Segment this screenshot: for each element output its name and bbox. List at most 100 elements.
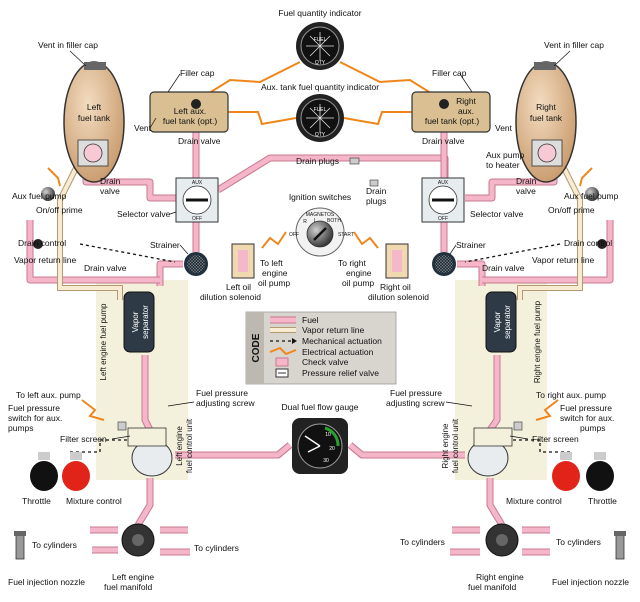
right-engine-fuel-pump-label: Right engine fuel pump (533, 300, 542, 383)
vent-in-filler-cap-left-label: Vent in filler cap (38, 40, 98, 50)
to-right-engine-label-2: engine (346, 268, 372, 278)
right-fuel-tank-label-1: Right (536, 102, 556, 112)
legend-item-fuel: Fuel (270, 315, 319, 325)
filter-screen-left-label: Filter screen (60, 434, 107, 444)
right-vapor-separator: Vapor separator (485, 291, 517, 353)
left-throttle-knob (30, 452, 58, 491)
legend-item-vapor-label: Vapor return line (302, 325, 364, 335)
onoff-prime-left-label: On/off prime (36, 205, 83, 215)
right-aux-fuel-tank: Right aux. fuel tank (opt.) (411, 91, 491, 133)
legend-item-electrical-label: Electrical actuation (302, 347, 374, 357)
aux-tank-quantity-indicator-label: Aux. tank fuel quantity indicator (261, 82, 379, 92)
drain-valve-tank-right-label-2: valve (516, 186, 536, 196)
drain-plug-right (369, 179, 379, 187)
filter-screen-right-label: Filter screen (532, 434, 579, 444)
fuel-injection-nozzle-right-label: Fuel injection nozzle (552, 577, 629, 587)
left-manifold-label-2: fuel manifold (104, 582, 152, 592)
drain-plugs-right-label-2: plugs (366, 196, 386, 206)
fuel-pressure-switch-left-label-3: pumps (8, 423, 34, 433)
fuel-pressure-switch-right-label-2: switch for aux. (560, 413, 614, 423)
fuel-pressure-switch-right-label-3: pumps (580, 423, 606, 433)
left-vapor-separator-label-1: Vapor (131, 311, 140, 332)
left-selector-valve: AUX OFF (175, 177, 219, 223)
drain-control-left-label: Drain control (18, 238, 66, 248)
ignition-both-text: BOTH (327, 218, 341, 224)
right-manifold-label-1: Right engine (476, 572, 524, 582)
to-left-engine-label-2: engine (262, 268, 288, 278)
ignition-switches-label: Ignition switches (289, 192, 351, 202)
ignition-switch: MAGNETOS R L BOTH OFF START (289, 207, 354, 257)
left-strainer (184, 252, 208, 276)
vent-left-label: Vent (134, 123, 152, 133)
right-selector-aux-text: AUX (438, 180, 449, 186)
drain-valve-aux-right-label: Drain valve (422, 136, 465, 146)
legend-item-mechanical: Mechanical actuation (270, 336, 382, 346)
drain-plugs-top-label: Drain plugs (296, 156, 339, 166)
ignition-l-text: L (314, 218, 317, 224)
flow-gauge-20-text: 20 (329, 446, 335, 452)
to-cylinders-4-label: To cylinders (556, 537, 601, 547)
throttle-left-label: Throttle (22, 496, 51, 506)
left-drain-control-knob (33, 239, 43, 249)
legend-title: CODE (251, 333, 262, 362)
left-selector-off-text: OFF (192, 216, 202, 222)
flow-gauge-30-text: 30 (323, 458, 329, 464)
fuel-lines (26, 130, 614, 556)
drain-valve-right-label: Drain valve (482, 263, 525, 273)
left-mixture-knob (62, 452, 90, 491)
fuel-pressure-adj-left-label-2: adjusting screw (196, 398, 255, 408)
right-fuel-injection-nozzle (614, 531, 626, 560)
aux-fuel-pump-right-label: Aux fuel pump (564, 191, 619, 201)
right-selector-valve: AUX OFF (421, 177, 465, 223)
aux-tank-quantity-indicator: FUEL QTY (296, 94, 344, 142)
vapor-return-line-left-label: Vapor return line (14, 255, 76, 265)
mixture-control-left-label: Mixture control (66, 496, 122, 506)
drain-valve-aux-left-label: Drain valve (178, 136, 221, 146)
drain-valve-tank-left-label-2: valve (100, 186, 120, 196)
aux-qty-gauge-fuel-text: FUEL (314, 107, 327, 113)
selector-valve-left-label: Selector valve (117, 209, 171, 219)
to-left-aux-pump-label: To left aux. pump (16, 390, 81, 400)
filler-cap-right-label: Filler cap (432, 68, 467, 78)
to-left-engine-label-1: To left (260, 258, 283, 268)
mechanical-links (70, 243, 570, 453)
drain-valve-left-label: Drain valve (84, 263, 127, 273)
fuel-pressure-switch-left-label-1: Fuel pressure (8, 403, 60, 413)
left-oil-dilution-label-2: dilution solenoid (200, 292, 261, 302)
aux-qty-gauge-qty-text: QTY (315, 132, 326, 138)
to-right-engine-label-1: To right (338, 258, 367, 268)
left-engine-fuel-pump-label: Left engine fuel pump (99, 303, 108, 380)
legend-item-fuel-label: Fuel (302, 315, 319, 325)
code-legend: CODE Fuel Vapor return line Mechanical a… (245, 311, 397, 385)
to-cylinders-1-label: To cylinders (32, 540, 77, 550)
vapor-return-lines (57, 158, 583, 300)
legend-item-relief-valve: Pressure relief valve (275, 368, 379, 378)
right-oil-dilution-solenoid (385, 243, 409, 279)
left-oil-dilution-label-1: Left oil (226, 282, 251, 292)
drain-control-right-label: Drain control (564, 238, 612, 248)
right-fuel-tank-label-2: fuel tank (530, 113, 563, 123)
right-aux-tank-label-3: fuel tank (opt.) (425, 116, 480, 126)
selector-valve-right-label: Selector valve (470, 209, 524, 219)
strainer-left-label: Strainer (150, 240, 180, 250)
flow-gauge-10-text: 10 (325, 432, 331, 438)
fuel-pressure-switch-right (513, 421, 523, 431)
dual-fuel-flow-gauge-label: Dual fuel flow gauge (281, 402, 358, 412)
right-oil-dilution-label-2: dilution solenoid (368, 292, 429, 302)
electrical-links (47, 61, 593, 421)
legend-item-vapor: Vapor return line (270, 325, 364, 335)
vent-in-filler-cap-right-label: Vent in filler cap (544, 40, 604, 50)
legend-item-mechanical-label: Mechanical actuation (302, 336, 382, 346)
right-throttle-knob (586, 452, 614, 491)
legend-item-check-valve: Check valve (275, 357, 349, 367)
fuel-injection-nozzle-left-label: Fuel injection nozzle (8, 577, 85, 587)
vent-right-label: Vent (495, 123, 513, 133)
aux-pump-to-heater-label-1: Aux pump (486, 150, 525, 160)
right-aux-pump-knob (585, 187, 599, 201)
drain-plug-top (349, 157, 360, 165)
left-vapor-separator-label-2: separator (141, 305, 150, 339)
left-fuel-tank: Left fuel tank (63, 61, 125, 183)
right-fcu-label-1: Right engine (441, 423, 450, 468)
fuel-pressure-adj-left-label-1: Fuel pressure (196, 388, 248, 398)
left-selector-aux-text: AUX (192, 180, 203, 186)
